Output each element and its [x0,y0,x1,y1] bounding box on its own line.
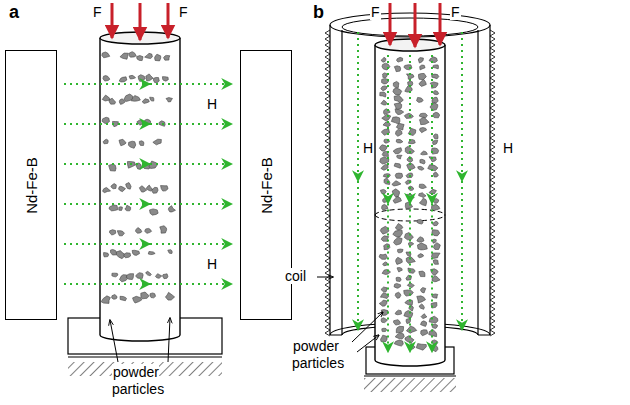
coil-top-rim [330,13,490,37]
cylinder-top [375,39,445,51]
magnet-block: Nd-Fe-B [5,50,57,320]
particles-label: powder particles [292,338,354,372]
ground-line [364,375,456,376]
die-cylinder [375,45,445,366]
magnet-label: Nd-Fe-B [258,157,275,214]
panel-letter: b [312,2,325,22]
coil-inner-rim [342,18,478,36]
field-label: H [362,140,374,157]
particles-label: powder particles [112,364,192,398]
coil-windings [325,30,495,336]
panel-letter: a [8,2,20,22]
magnet-label: Nd-Fe-B [23,157,40,214]
force-arrows [112,3,440,47]
field-label: H [502,140,514,157]
coil-label: coil [284,268,307,285]
ground-line [68,356,222,357]
force-label: F [450,4,461,21]
field-arrows [64,32,462,352]
field-label: H [206,96,218,113]
force-label: F [370,4,381,21]
force-label: F [92,4,103,21]
field-label: H [206,256,218,273]
force-label: F [178,4,189,21]
ground-hatch [364,378,456,392]
